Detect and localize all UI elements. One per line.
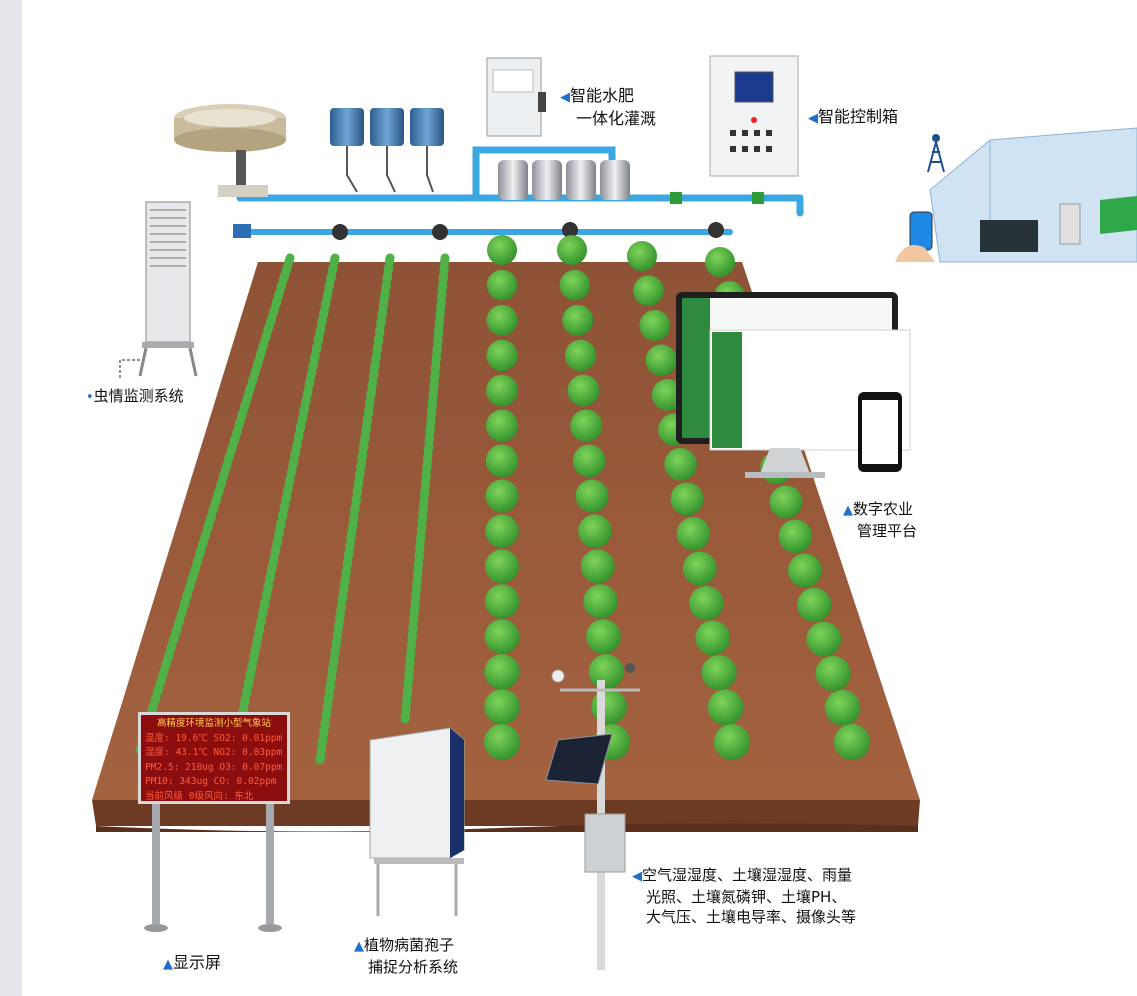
bush-plant	[714, 724, 750, 760]
bush-plant	[580, 549, 615, 584]
bush-plant	[588, 654, 624, 690]
led-row: 当前风级 0级风向: 东北	[145, 790, 254, 802]
bush-plant	[484, 619, 520, 654]
fertilizer-machine	[486, 57, 546, 137]
bush-plant	[572, 444, 606, 478]
bush-plant	[787, 553, 822, 588]
bush-plant	[486, 304, 518, 336]
spore-trap-label: ▲植物病菌孢子 捕捉分析系统	[354, 936, 459, 976]
control-box-label: ◀智能控制箱	[808, 107, 899, 126]
bush-plant	[633, 275, 664, 306]
bullet-dot-icon: •	[86, 390, 94, 405]
pipe-valves	[233, 192, 764, 240]
bush-plant	[778, 519, 813, 553]
bush-plant	[486, 374, 518, 407]
bush-plant	[701, 655, 737, 691]
bush-plant	[567, 374, 600, 407]
bush-plant	[583, 584, 618, 619]
marker-up-icon: ▲	[163, 957, 173, 972]
marker-left-icon: ◀	[632, 869, 642, 884]
led-row: 温度: 19.6℃ SO2: 0.01ppm	[145, 732, 283, 744]
led-row: PM2.5: 210ug O3: 0.07ppm	[145, 761, 283, 773]
bush-plant	[485, 479, 519, 513]
marker-up-icon: ▲	[354, 939, 364, 954]
vine-crop-rows	[135, 253, 450, 765]
water-tank-icon	[174, 104, 286, 197]
bush-plant	[834, 724, 870, 760]
bush-plant	[484, 584, 520, 619]
platform-label: ▲数字农业 管理平台	[843, 500, 918, 540]
bush-plant	[682, 551, 717, 586]
led-title: 高精度环境监测小型气象站	[156, 718, 271, 729]
bush-plant	[689, 586, 724, 621]
bush-plant	[695, 620, 731, 656]
bush-plant	[485, 444, 519, 478]
display-posts	[144, 804, 282, 932]
led-row: 湿度: 43.1℃ NO2: 0.03ppm	[145, 747, 283, 758]
mixing-tanks	[498, 160, 630, 200]
bush-plant	[484, 689, 520, 725]
smartphone-icon	[895, 211, 935, 262]
bush-plant	[486, 339, 518, 372]
bush-plant	[705, 247, 735, 277]
bush-plant	[707, 689, 744, 726]
monitor-icon	[676, 292, 911, 478]
bush-plant	[484, 724, 520, 760]
bush-plant	[586, 619, 621, 654]
marker-left-icon: ◀	[560, 90, 570, 105]
bush-plant	[559, 269, 591, 301]
bush-plant	[486, 269, 518, 301]
bush-plant	[578, 514, 612, 548]
bush-plant	[564, 339, 597, 372]
bush-plant	[815, 655, 851, 692]
sensors-label: ◀空气湿湿度、土壤湿湿度、雨量 光照、土壤氮磷钾、土壤PH、 大气压、土壤电导率…	[632, 866, 857, 926]
bush-plant	[570, 409, 603, 442]
bush-plant	[664, 448, 697, 481]
bush-plant	[627, 241, 657, 271]
bush-plant	[651, 379, 684, 411]
bush-plant	[670, 482, 704, 516]
marker-left-icon: ◀	[808, 111, 818, 126]
bush-plant	[806, 621, 842, 657]
bush-plant	[824, 689, 861, 726]
marker-up-icon: ▲	[843, 503, 853, 518]
bush-plant	[769, 485, 803, 519]
bush-plant	[487, 235, 517, 265]
bush-plant	[562, 304, 594, 336]
bush-plant	[797, 587, 832, 622]
bush-plant	[485, 409, 519, 442]
greenhouse-icon	[929, 127, 1137, 263]
bush-plant	[485, 514, 519, 548]
fertilizer-tank-icon	[330, 108, 444, 193]
weather-station-icon	[551, 663, 640, 970]
bush-plant	[557, 235, 587, 265]
irrigation-label: ◀智能水肥 一体化灌溉	[560, 86, 657, 128]
insect-trap-icon	[119, 201, 198, 378]
bush-plant	[575, 479, 609, 513]
led-row: PM10: 343ug CO: 0.02ppm	[145, 776, 277, 787]
bush-plant	[485, 549, 519, 584]
solar-panel-icon	[545, 733, 613, 785]
pest-monitor-label: •虫情监测系统	[86, 387, 184, 405]
signal-tower-icon	[927, 134, 945, 173]
spore-trap-icon	[369, 727, 465, 916]
left-edge-strip	[0, 0, 22, 996]
bush-plant	[484, 654, 520, 690]
bush-plant	[591, 689, 627, 725]
led-display-panel: 高精度环境监测小型气象站 温度: 19.6℃ SO2: 0.01ppm 湿度: …	[138, 712, 290, 804]
bush-plant	[639, 310, 671, 341]
bush-plant	[676, 517, 711, 551]
bush-plant	[645, 344, 677, 376]
display-label: ▲显示屏	[163, 953, 222, 972]
control-box-icon	[709, 55, 799, 177]
